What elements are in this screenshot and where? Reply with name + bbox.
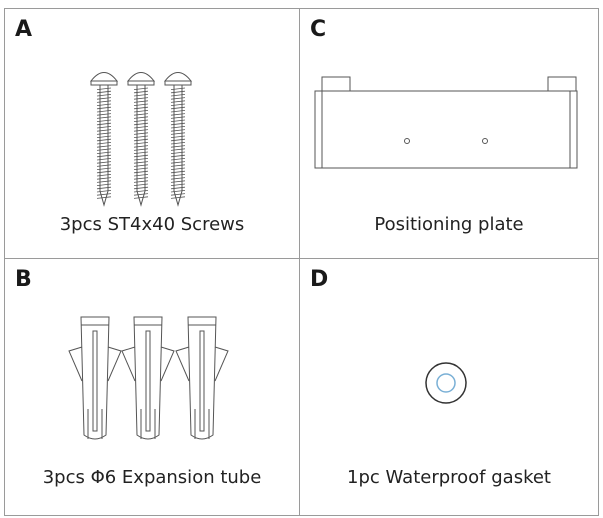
expansion-tube-icon	[68, 316, 229, 440]
panel-b: B 3pcs Φ6 Expansion tube	[5, 259, 300, 515]
panel-letter: C	[310, 17, 327, 42]
panel-letter: A	[15, 17, 33, 42]
parts-grid: A 3pcs ST4x40 Screws C Positioning plate…	[4, 8, 599, 516]
panel-letter: B	[15, 267, 32, 292]
panel-caption: 3pcs Φ6 Expansion tube	[42, 467, 262, 488]
panel-c: C Positioning plate	[300, 9, 598, 259]
panel-caption: Positioning plate	[374, 214, 524, 235]
screw-icon	[89, 72, 193, 207]
panel-a: A 3pcs ST4x40 Screws	[5, 9, 300, 259]
panel-d: D 1pc Waterproof gasket	[300, 259, 598, 515]
panel-caption: 1pc Waterproof gasket	[347, 467, 551, 488]
panel-letter: D	[310, 267, 329, 292]
gasket-icon	[425, 362, 467, 404]
panel-caption: 3pcs ST4x40 Screws	[59, 214, 245, 235]
positioning-plate-icon	[314, 76, 578, 169]
